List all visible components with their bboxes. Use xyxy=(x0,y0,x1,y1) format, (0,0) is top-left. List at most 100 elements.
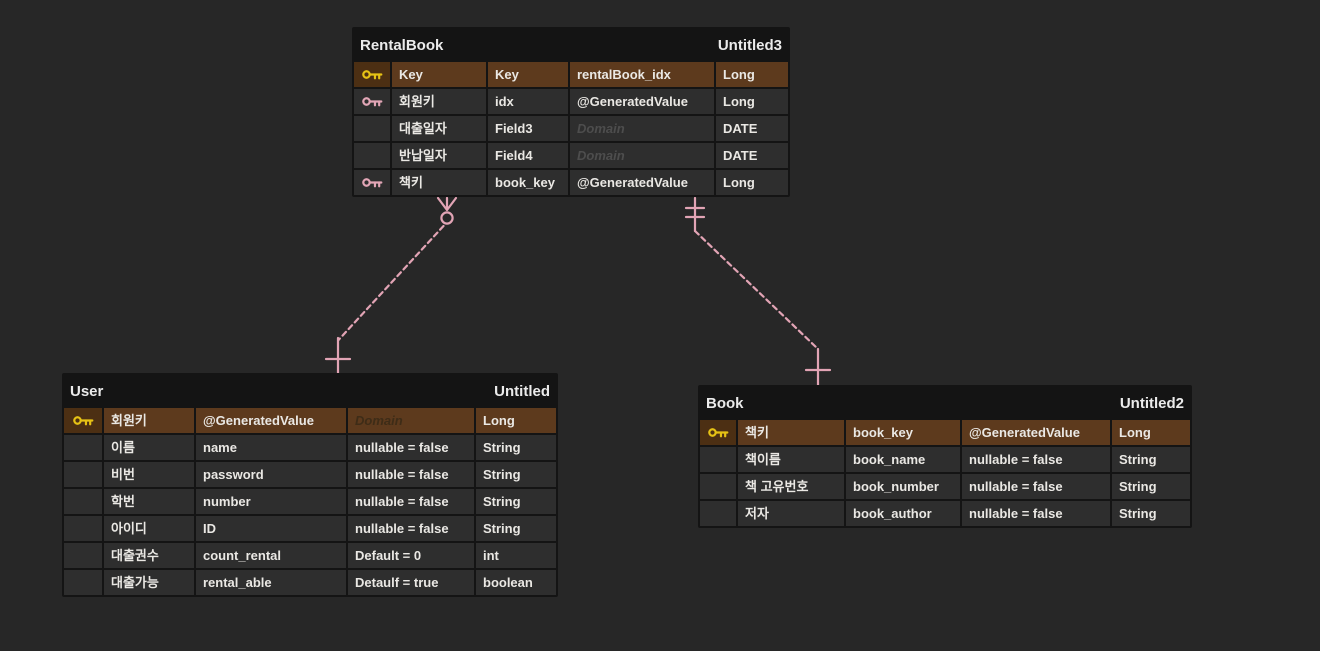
column-domain[interactable]: @GeneratedValue xyxy=(570,170,714,195)
column-domain[interactable]: @GeneratedValue xyxy=(962,420,1110,445)
column-domain[interactable]: nullable = false xyxy=(348,462,474,487)
column-domain[interactable]: Domain xyxy=(348,408,474,433)
column-type[interactable]: String xyxy=(1112,501,1190,526)
entity-header[interactable]: Book Untitled2 xyxy=(700,387,1190,420)
key-cell[interactable] xyxy=(700,420,736,445)
column-logical-name[interactable]: 이름 xyxy=(104,435,194,460)
column-logical-name[interactable]: 아이디 xyxy=(104,516,194,541)
column-physical-name[interactable]: book_key xyxy=(846,420,960,445)
column-physical-name[interactable]: password xyxy=(196,462,346,487)
column-physical-name[interactable]: Field3 xyxy=(488,116,568,141)
column-logical-name[interactable]: 회원키 xyxy=(104,408,194,433)
column-logical-name[interactable]: 대출권수 xyxy=(104,543,194,568)
key-cell[interactable] xyxy=(64,570,102,595)
key-cell[interactable] xyxy=(700,447,736,472)
column-type[interactable]: DATE xyxy=(716,116,788,141)
column-domain[interactable]: Default = 0 xyxy=(348,543,474,568)
column-type[interactable]: int xyxy=(476,543,556,568)
column-type[interactable]: Long xyxy=(716,89,788,114)
column-type[interactable]: String xyxy=(476,516,556,541)
relationship-dashed-line[interactable] xyxy=(693,229,820,351)
entity-header[interactable]: User Untitled xyxy=(64,375,556,408)
column-logical-name[interactable]: 책이름 xyxy=(738,447,844,472)
column-type[interactable]: String xyxy=(476,435,556,460)
column-physical-name[interactable]: book_name xyxy=(846,447,960,472)
column-logical-name[interactable]: Key xyxy=(392,62,486,87)
column-domain[interactable]: nullable = false xyxy=(962,474,1110,499)
column-physical-name[interactable]: idx xyxy=(488,89,568,114)
column-domain[interactable]: nullable = false xyxy=(348,516,474,541)
column-physical-name[interactable]: @GeneratedValue xyxy=(196,408,346,433)
column-type[interactable]: Long xyxy=(1112,420,1190,445)
column-domain[interactable]: nullable = false xyxy=(962,501,1110,526)
column-type[interactable]: Long xyxy=(716,170,788,195)
column-physical-name[interactable]: book_author xyxy=(846,501,960,526)
column-physical-name[interactable]: count_rental xyxy=(196,543,346,568)
column-domain[interactable]: Domain xyxy=(570,116,714,141)
column-physical-name[interactable]: Key xyxy=(488,62,568,87)
column-logical-name[interactable]: 학번 xyxy=(104,489,194,514)
column-type[interactable]: Long xyxy=(476,408,556,433)
column-physical-name[interactable]: rental_able xyxy=(196,570,346,595)
column-logical-name[interactable]: 저자 xyxy=(738,501,844,526)
relationship-rentalbook-user[interactable] xyxy=(324,196,458,375)
column-logical-name[interactable]: 책 고유번호 xyxy=(738,474,844,499)
relationship-dashed-line[interactable] xyxy=(337,224,445,342)
column-physical-name[interactable]: Field4 xyxy=(488,143,568,168)
column-logical-name[interactable]: 책키 xyxy=(738,420,844,445)
column-logical-name[interactable]: 책키 xyxy=(392,170,486,195)
key-cell[interactable] xyxy=(700,501,736,526)
column-type[interactable]: boolean xyxy=(476,570,556,595)
column-physical-name[interactable]: book_key xyxy=(488,170,568,195)
key-cell[interactable] xyxy=(354,62,390,87)
column-logical-name[interactable]: 회원키 xyxy=(392,89,486,114)
key-cell[interactable] xyxy=(64,462,102,487)
column-type[interactable]: String xyxy=(1112,474,1190,499)
column-domain[interactable]: nullable = false xyxy=(348,489,474,514)
key-cell[interactable] xyxy=(700,474,736,499)
column-physical-name[interactable]: number xyxy=(196,489,346,514)
column-physical-name[interactable]: name xyxy=(196,435,346,460)
entity-header[interactable]: RentalBook Untitled3 xyxy=(354,29,788,62)
column-type[interactable]: String xyxy=(1112,447,1190,472)
column-logical-name[interactable]: 대출가능 xyxy=(104,570,194,595)
column-logical-name[interactable]: 비번 xyxy=(104,462,194,487)
column-domain[interactable]: Detaulf = true xyxy=(348,570,474,595)
key-cell[interactable] xyxy=(354,143,390,168)
column-logical-name[interactable]: 대출일자 xyxy=(392,116,486,141)
relationship-rentalbook-book[interactable] xyxy=(684,196,832,387)
column-type[interactable]: String xyxy=(476,489,556,514)
column-physical-name[interactable]: book_number xyxy=(846,474,960,499)
column-domain[interactable]: Domain xyxy=(570,143,714,168)
key-cell[interactable] xyxy=(354,89,390,114)
column-domain[interactable]: @GeneratedValue xyxy=(570,89,714,114)
column-type[interactable]: DATE xyxy=(716,143,788,168)
column-physical-name[interactable]: ID xyxy=(196,516,346,541)
key-cell[interactable] xyxy=(354,170,390,195)
key-cell[interactable] xyxy=(64,543,102,568)
key-cell[interactable] xyxy=(354,116,390,141)
column-logical-name[interactable]: 반납일자 xyxy=(392,143,486,168)
column-domain[interactable]: nullable = false xyxy=(348,435,474,460)
column-domain[interactable]: rentalBook_idx xyxy=(570,62,714,87)
key-cell[interactable] xyxy=(64,489,102,514)
column-type[interactable]: Long xyxy=(716,62,788,87)
